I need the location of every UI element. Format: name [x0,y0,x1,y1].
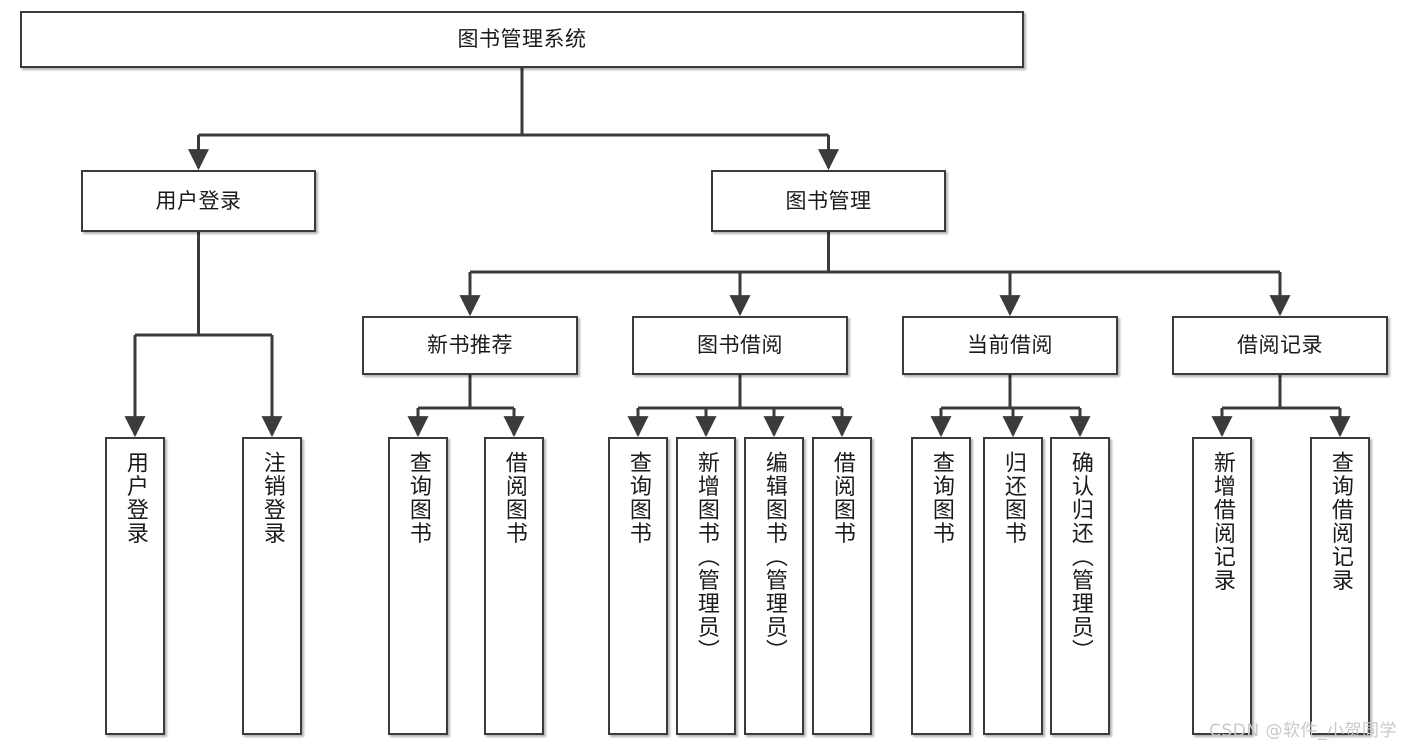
node-label: 借阅记录 [1237,333,1323,358]
node-new-book-rec[interactable]: 新书推荐 [362,316,578,375]
watermark-text: CSDN @软件_小贺同学 [1209,721,1397,741]
node-root[interactable]: 图书管理系统 [20,11,1024,68]
node-label: 注销登录 [259,451,285,545]
node-leaf-query-book-cur[interactable]: 查询图书 [911,437,971,735]
node-label: 编辑图书（管理员） [761,451,787,663]
node-borrow-record[interactable]: 借阅记录 [1172,316,1388,375]
node-label: 查询借阅记录 [1327,451,1353,592]
node-label: 查询图书 [928,451,954,545]
node-label: 图书借阅 [697,333,783,358]
node-label: 新书推荐 [427,333,513,358]
node-label: 归还图书 [1000,451,1026,545]
node-label: 查询图书 [405,451,431,545]
node-label: 用户登录 [155,188,242,213]
node-leaf-query-book-rec[interactable]: 查询图书 [388,437,448,735]
node-leaf-edit-book[interactable]: 编辑图书（管理员） [744,437,804,735]
node-label: 当前借阅 [967,333,1053,358]
node-leaf-add-book[interactable]: 新增图书（管理员） [676,437,736,735]
node-leaf-logout[interactable]: 注销登录 [242,437,302,735]
node-current-borrow[interactable]: 当前借阅 [902,316,1118,375]
node-label: 确认归还（管理员） [1067,451,1093,663]
node-leaf-borrow-book[interactable]: 借阅图书 [812,437,872,735]
node-leaf-query-record[interactable]: 查询借阅记录 [1310,437,1370,735]
node-leaf-confirm-return[interactable]: 确认归还（管理员） [1050,437,1110,735]
node-user-login[interactable]: 用户登录 [81,170,316,232]
node-label: 新增图书（管理员） [693,451,719,663]
node-leaf-borrow-book-rec[interactable]: 借阅图书 [484,437,544,735]
node-label: 新增借阅记录 [1209,451,1235,592]
node-label: 用户登录 [122,451,148,545]
node-leaf-return-book[interactable]: 归还图书 [983,437,1043,735]
node-label: 查询图书 [625,451,651,545]
node-label: 图书管理系统 [457,27,587,52]
node-label: 借阅图书 [501,451,527,545]
node-book-borrow[interactable]: 图书借阅 [632,316,848,375]
node-label: 图书管理 [785,188,872,213]
node-book-manage[interactable]: 图书管理 [711,170,946,232]
node-leaf-add-record[interactable]: 新增借阅记录 [1192,437,1252,735]
node-label: 借阅图书 [829,451,855,545]
node-leaf-query-book[interactable]: 查询图书 [608,437,668,735]
node-leaf-user-login[interactable]: 用户登录 [105,437,165,735]
